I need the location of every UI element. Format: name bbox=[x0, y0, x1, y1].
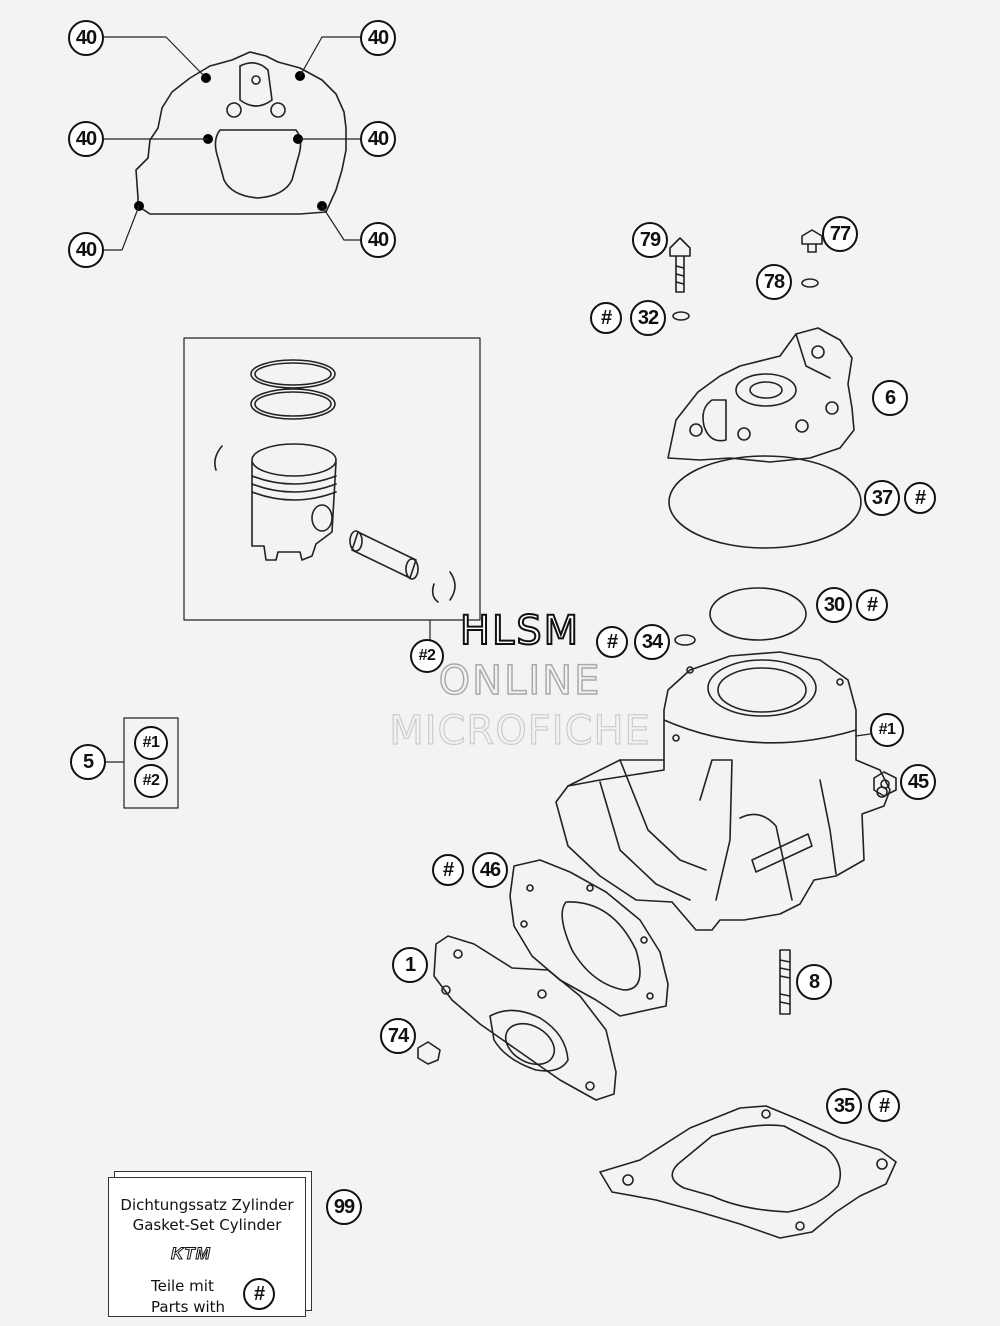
callout-40-mid-left[interactable]: 40 bbox=[68, 121, 104, 157]
callout-32[interactable]: 32 bbox=[630, 300, 666, 336]
kit-parts-label: Teile mit Parts with bbox=[151, 1276, 225, 1318]
kit-parts-de: Teile mit bbox=[151, 1277, 214, 1295]
callout-77[interactable]: 77 bbox=[822, 216, 858, 252]
callout-34[interactable]: 34 bbox=[634, 624, 670, 660]
callout-5-kit-2[interactable]: #2 bbox=[134, 764, 168, 798]
callout-45[interactable]: 45 bbox=[900, 764, 936, 800]
callout-46-hash[interactable]: # bbox=[432, 854, 464, 886]
callout-46[interactable]: 46 bbox=[472, 852, 508, 888]
gasket-bolt-holes bbox=[134, 71, 327, 211]
callout-35[interactable]: 35 bbox=[826, 1088, 862, 1124]
callout-78[interactable]: 78 bbox=[756, 264, 792, 300]
callout-40-top-left[interactable]: 40 bbox=[68, 20, 104, 56]
cylinder-head-drawing bbox=[667, 327, 862, 549]
leader-lines-40 bbox=[103, 36, 361, 251]
callout-kit-2[interactable]: #2 bbox=[410, 639, 444, 673]
callout-40-mid-right[interactable]: 40 bbox=[360, 121, 396, 157]
callout-34-hash[interactable]: # bbox=[596, 626, 628, 658]
callout-32-hash[interactable]: # bbox=[590, 302, 622, 334]
intake-flange-drawing bbox=[417, 935, 617, 1101]
callout-6[interactable]: 6 bbox=[872, 380, 908, 416]
callout-5-kit-1[interactable]: #1 bbox=[134, 726, 168, 760]
callout-37[interactable]: 37 bbox=[864, 480, 900, 516]
callout-40-bottom-right[interactable]: 40 bbox=[360, 222, 396, 258]
callout-40-bottom-left[interactable]: 40 bbox=[68, 232, 104, 268]
gasket-set-kit-box: Dichtungssatz Zylinder Gasket-Set Cylind… bbox=[108, 1177, 306, 1317]
callout-kit-hash[interactable]: # bbox=[243, 1278, 275, 1310]
cylinder-drawing bbox=[555, 651, 897, 1015]
ktm-logo: KTM bbox=[171, 1244, 211, 1264]
callout-99[interactable]: 99 bbox=[326, 1189, 362, 1225]
intake-gasket-46 bbox=[509, 859, 669, 1017]
kit-5-box bbox=[103, 717, 179, 809]
callout-35-hash[interactable]: # bbox=[868, 1090, 900, 1122]
callout-8[interactable]: 8 bbox=[796, 964, 832, 1000]
kit-title-en: Gasket-Set Cylinder bbox=[132, 1216, 282, 1234]
callout-30-hash[interactable]: # bbox=[856, 589, 888, 621]
base-gasket-drawing bbox=[135, 51, 347, 215]
callout-74[interactable]: 74 bbox=[380, 1018, 416, 1054]
base-gasket-35 bbox=[599, 1105, 897, 1239]
head-o-rings bbox=[674, 587, 807, 646]
kit-parts-en: Parts with bbox=[151, 1298, 226, 1316]
callout-37-hash[interactable]: # bbox=[904, 482, 936, 514]
cylinder-head-bolts bbox=[669, 229, 823, 321]
kit-title-de: Dichtungssatz Zylinder bbox=[120, 1196, 294, 1214]
piston-kit-drawing bbox=[183, 337, 481, 653]
callout-kit-1[interactable]: #1 bbox=[870, 713, 904, 747]
callout-40-top-right[interactable]: 40 bbox=[360, 20, 396, 56]
callout-79[interactable]: 79 bbox=[632, 222, 668, 258]
callout-30[interactable]: 30 bbox=[816, 587, 852, 623]
callout-1[interactable]: 1 bbox=[392, 947, 428, 983]
callout-5[interactable]: 5 bbox=[70, 744, 106, 780]
